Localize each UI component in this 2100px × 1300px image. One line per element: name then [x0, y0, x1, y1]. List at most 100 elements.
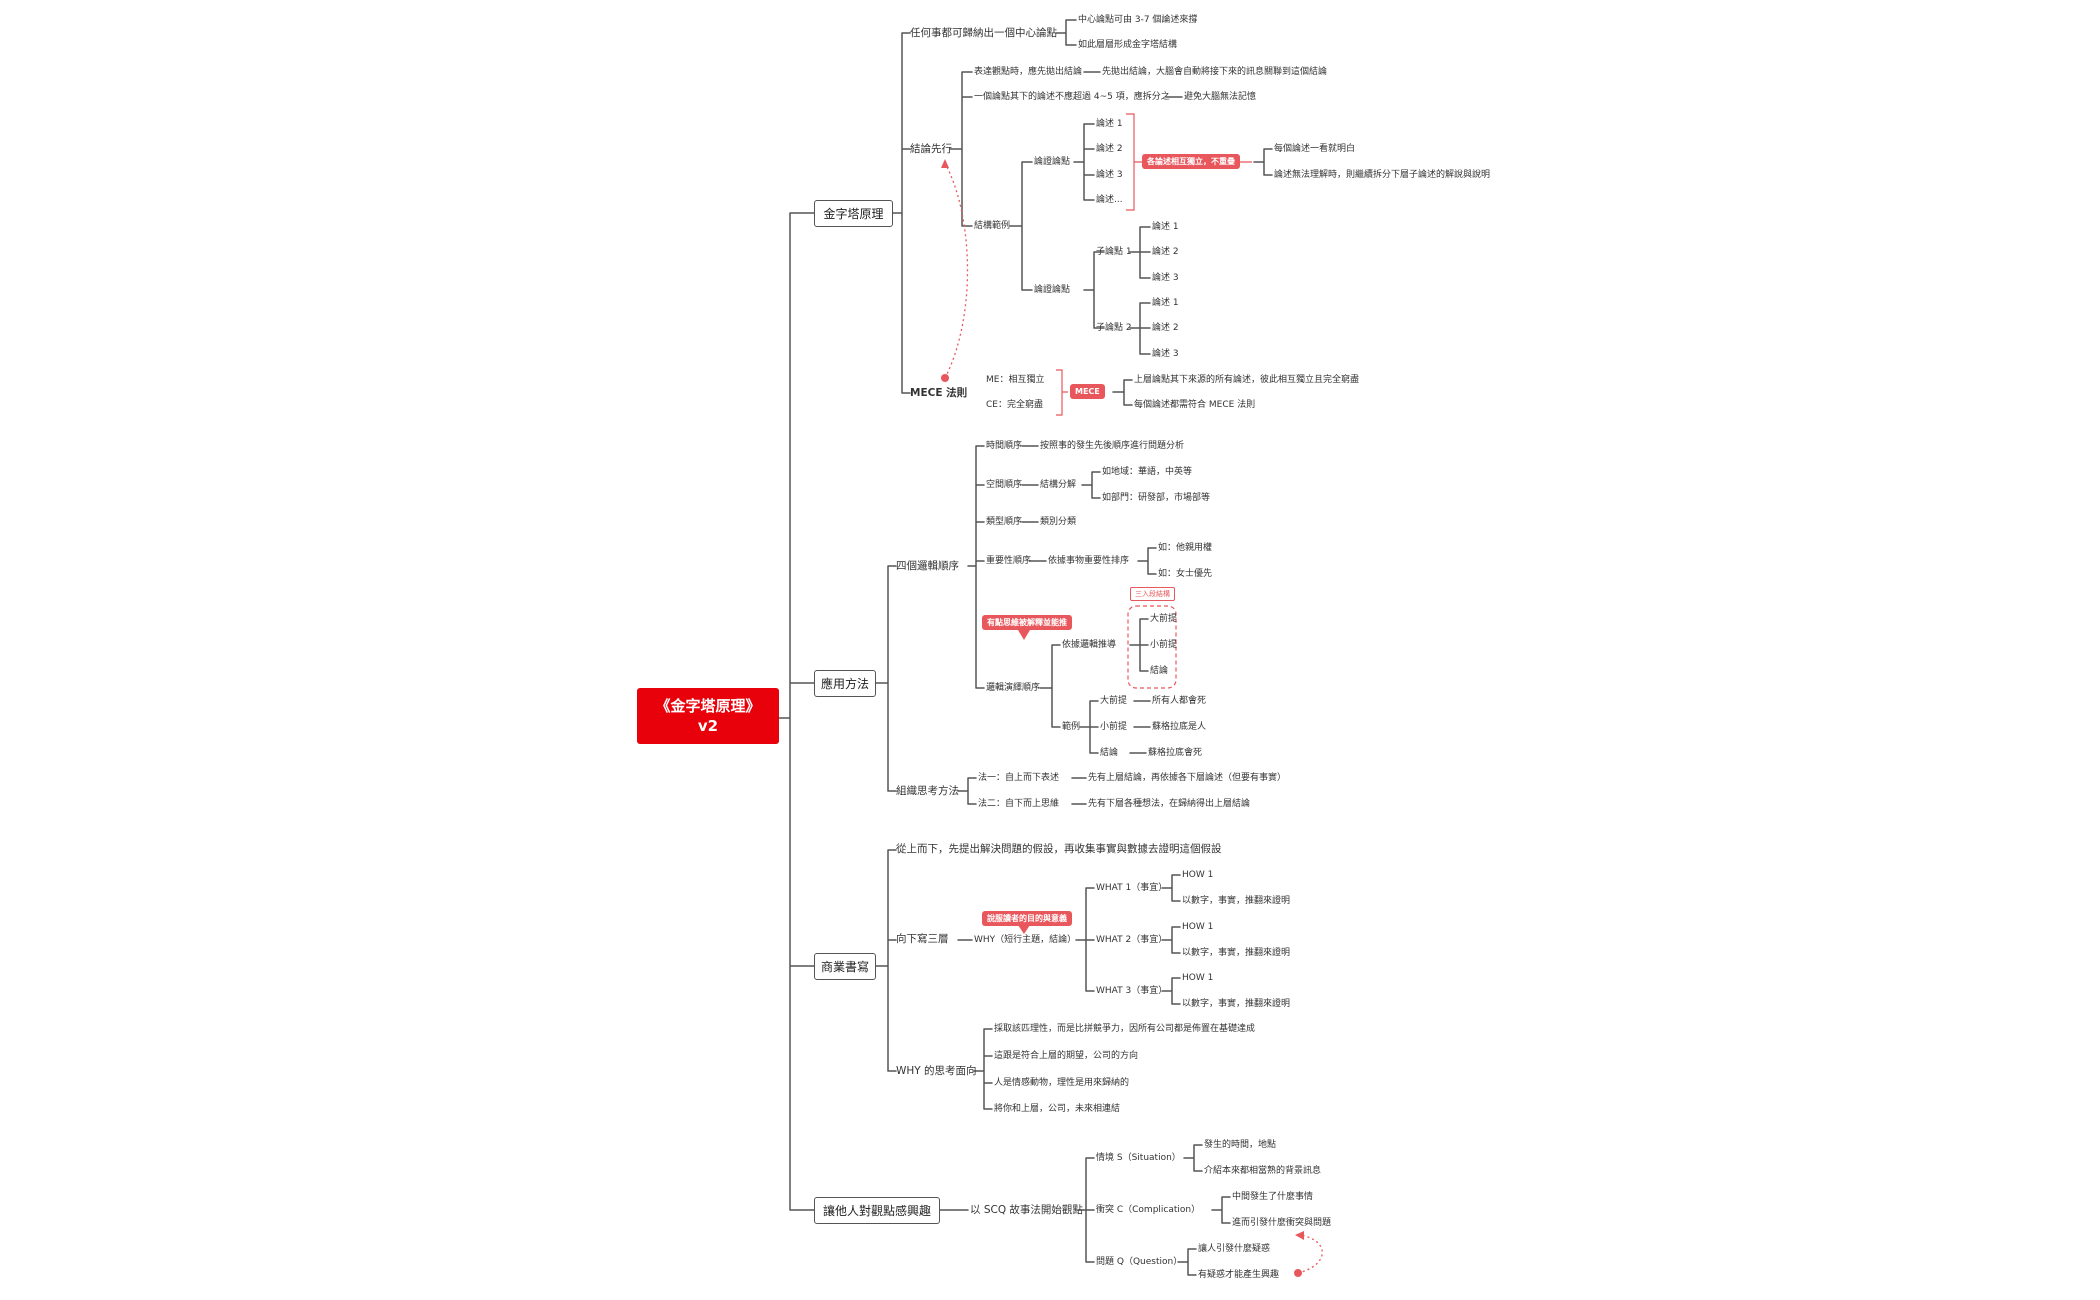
node-g1-item-1[interactable]: 論述 1 [1096, 119, 1123, 129]
node-s2-item-2[interactable]: 論述 2 [1152, 323, 1179, 333]
node-mece[interactable]: MECE 法則 [910, 387, 968, 399]
node-g1-r2[interactable]: 論述無法理解時，則繼續拆分下層子論述的解說與說明 [1274, 170, 1491, 180]
node-how-1b[interactable]: HOW 1 [1182, 922, 1214, 932]
node-mece-ce[interactable]: CE：完全窮盡 [986, 400, 1043, 410]
root-title: 《金字塔原理》 [655, 697, 761, 715]
branch-interest[interactable]: 讓他人對觀點感興趣 [814, 1197, 940, 1224]
node-argument-1[interactable]: 論證論點 [1034, 157, 1071, 167]
node-why-aspects[interactable]: WHY 的思考面向 [896, 1065, 977, 1077]
node-example-1[interactable]: 大前提 [1100, 696, 1128, 706]
node-type-order[interactable]: 類型順序 [986, 517, 1023, 527]
node-what-3[interactable]: WHAT 3（事宜） [1096, 986, 1168, 996]
node-proof-1[interactable]: 以數字，事實，推翻來證明 [1182, 896, 1291, 906]
node-space-order-2[interactable]: 結構分解 [1040, 480, 1077, 490]
node-question-1[interactable]: 讓人引發什麼疑惑 [1198, 1244, 1271, 1254]
node-question-2[interactable]: 有疑惑才能產生興趣 [1198, 1270, 1280, 1280]
node-conclusion-a[interactable]: 表達觀點時，應先拋出結論 [974, 67, 1083, 77]
node-s1-item-1[interactable]: 論述 1 [1152, 222, 1179, 232]
badge-mece: MECE [1070, 384, 1105, 399]
branch-business-writing[interactable]: 商業書寫 [814, 953, 876, 980]
node-structure-example[interactable]: 結構範例 [974, 221, 1011, 231]
node-method-1b[interactable]: 先有上層結論，再依據各下層論述（但要有事實） [1088, 773, 1287, 783]
node-importance-order-3[interactable]: 如：他親用權 [1158, 543, 1213, 553]
node-mece-me[interactable]: ME：相互獨立 [986, 375, 1045, 385]
node-premise-major[interactable]: 大前提 [1150, 614, 1178, 624]
node-why[interactable]: WHY（短行主題，結論） [974, 935, 1077, 945]
root-node[interactable]: 《金字塔原理》 v2 [637, 688, 779, 744]
node-situation-1[interactable]: 發生的時間，地點 [1204, 1140, 1277, 1150]
node-proof-3[interactable]: 以數字，事實，推翻來證明 [1182, 999, 1291, 1009]
node-what-1[interactable]: WHAT 1（事宜） [1096, 883, 1168, 893]
badge-logic-note: 有點思維被解釋並能推 [982, 615, 1072, 630]
node-g1-item-2[interactable]: 論述 2 [1096, 144, 1123, 154]
node-sub-point-1[interactable]: 子論點 1 [1096, 247, 1132, 257]
branch-application[interactable]: 應用方法 [814, 670, 876, 697]
node-logic-deduction[interactable]: 依據邏輯推導 [1062, 640, 1117, 650]
node-example-3[interactable]: 結論 [1100, 748, 1119, 758]
node-conclusion-a2[interactable]: 先拋出結論，大腦會自動將接下來的訊息關聯到這個結論 [1102, 67, 1328, 77]
node-complication-1[interactable]: 中間發生了什麼事情 [1232, 1192, 1314, 1202]
node-type-order-2[interactable]: 類別分類 [1040, 517, 1077, 527]
node-logic-order[interactable]: 邏輯演繹順序 [986, 683, 1041, 693]
node-situation-2[interactable]: 介紹本來都相當熟的背景訊息 [1204, 1166, 1322, 1176]
node-conclusion-first[interactable]: 結論先行 [910, 143, 952, 155]
node-time-order-2[interactable]: 按照事的發生先後順序進行問題分析 [1040, 441, 1185, 451]
node-s1-item-3[interactable]: 論述 3 [1152, 273, 1179, 283]
node-three-layers[interactable]: 向下寫三層 [896, 933, 949, 945]
node-why-aspect-3[interactable]: 人是情感動物，理性是用來歸納的 [994, 1078, 1130, 1088]
node-method-2b[interactable]: 先有下層各種想法，在歸納得出上層結論 [1088, 799, 1251, 809]
node-time-order[interactable]: 時間順序 [986, 441, 1023, 451]
node-how-1c[interactable]: HOW 1 [1182, 973, 1214, 983]
node-s2-item-1[interactable]: 論述 1 [1152, 298, 1179, 308]
node-central-point-a[interactable]: 中心論點可由 3-7 個論述來撐 [1078, 15, 1198, 25]
node-space-order[interactable]: 空間順序 [986, 480, 1023, 490]
node-example-2[interactable]: 小前提 [1100, 722, 1128, 732]
node-top-down[interactable]: 從上而下，先提出解決問題的假設，再收集事實與數據去證明這個假設 [896, 843, 1222, 855]
node-g1-item-3[interactable]: 論述 3 [1096, 170, 1123, 180]
node-s2-item-3[interactable]: 論述 3 [1152, 349, 1179, 359]
node-g1-r1[interactable]: 每個論述一看就明白 [1274, 144, 1356, 154]
node-example[interactable]: 範例 [1062, 722, 1081, 732]
node-scq[interactable]: 以 SCQ 故事法開始觀點 [970, 1204, 1083, 1216]
node-method-2[interactable]: 法二：自下而上思維 [978, 799, 1060, 809]
node-complication[interactable]: 衝突 C（Complication） [1096, 1205, 1201, 1215]
branch-pyramid-principle[interactable]: 金字塔原理 [814, 200, 893, 227]
node-method-1[interactable]: 法一：自上而下表述 [978, 773, 1060, 783]
node-why-aspect-4[interactable]: 將你和上層，公司，未來相連結 [994, 1104, 1121, 1114]
root-version: v2 [697, 717, 719, 735]
node-space-order-4[interactable]: 如部門：研發部，市場部等 [1102, 493, 1211, 503]
node-why-aspect-2[interactable]: 這跟是符合上層的期望，公司的方向 [994, 1051, 1139, 1061]
node-premise-minor[interactable]: 小前提 [1150, 640, 1178, 650]
node-sub-point-2[interactable]: 子論點 2 [1096, 323, 1132, 333]
node-importance-order-4[interactable]: 如：女士優先 [1158, 569, 1213, 579]
node-space-order-3[interactable]: 如地域：華語，中英等 [1102, 467, 1193, 477]
node-mece-r1[interactable]: 上層論點其下來源的所有論述，彼此相互獨立且完全窮盡 [1134, 375, 1360, 385]
node-complication-2[interactable]: 進而引發什麼衝突與問題 [1232, 1218, 1332, 1228]
node-thinking-methods[interactable]: 組織思考方法 [896, 785, 959, 797]
node-central-point-b[interactable]: 如此層層形成金字塔結構 [1078, 40, 1178, 50]
badge-syllogism: 三入段結構 [1130, 587, 1175, 601]
node-importance-order[interactable]: 重要性順序 [986, 556, 1032, 566]
node-what-2[interactable]: WHAT 2（事宜） [1096, 935, 1168, 945]
node-s1-item-2[interactable]: 論述 2 [1152, 247, 1179, 257]
badge-persuade: 說服讀者的目的與意義 [982, 911, 1072, 926]
node-conclusion-b2[interactable]: 避免大腦無法記憶 [1184, 92, 1257, 102]
node-argument-2[interactable]: 論證論點 [1034, 285, 1071, 295]
badge-independent: 各論述相互獨立，不重疊 [1142, 154, 1240, 169]
node-example-1b[interactable]: 所有人都會死 [1152, 696, 1207, 706]
node-how-1a[interactable]: HOW 1 [1182, 870, 1214, 880]
node-importance-order-2[interactable]: 依據事物重要性排序 [1048, 556, 1130, 566]
node-conclusion-b[interactable]: 一個論點其下的論述不應超過 4~5 項，應拆分之 [974, 92, 1170, 102]
node-proof-2[interactable]: 以數字，事實，推翻來證明 [1182, 948, 1291, 958]
node-question[interactable]: 問題 Q（Question） [1096, 1257, 1183, 1267]
node-four-orders[interactable]: 四個邏輯順序 [896, 560, 959, 572]
node-g1-item-4[interactable]: 論述... [1096, 195, 1123, 205]
node-mece-r2[interactable]: 每個論述都需符合 MECE 法則 [1134, 400, 1256, 410]
node-example-2b[interactable]: 蘇格拉底是人 [1152, 722, 1207, 732]
node-why-aspect-1[interactable]: 採取該匹理性，而是比拼競爭力，因所有公司都是佈置在基礎達成 [994, 1024, 1256, 1034]
node-central-point[interactable]: 任何事都可歸納出一個中心論點 [910, 27, 1057, 39]
node-premise-conclusion[interactable]: 結論 [1150, 666, 1169, 676]
node-situation[interactable]: 情境 S（Situation） [1096, 1153, 1181, 1163]
node-example-3b[interactable]: 蘇格拉底會死 [1148, 748, 1203, 758]
